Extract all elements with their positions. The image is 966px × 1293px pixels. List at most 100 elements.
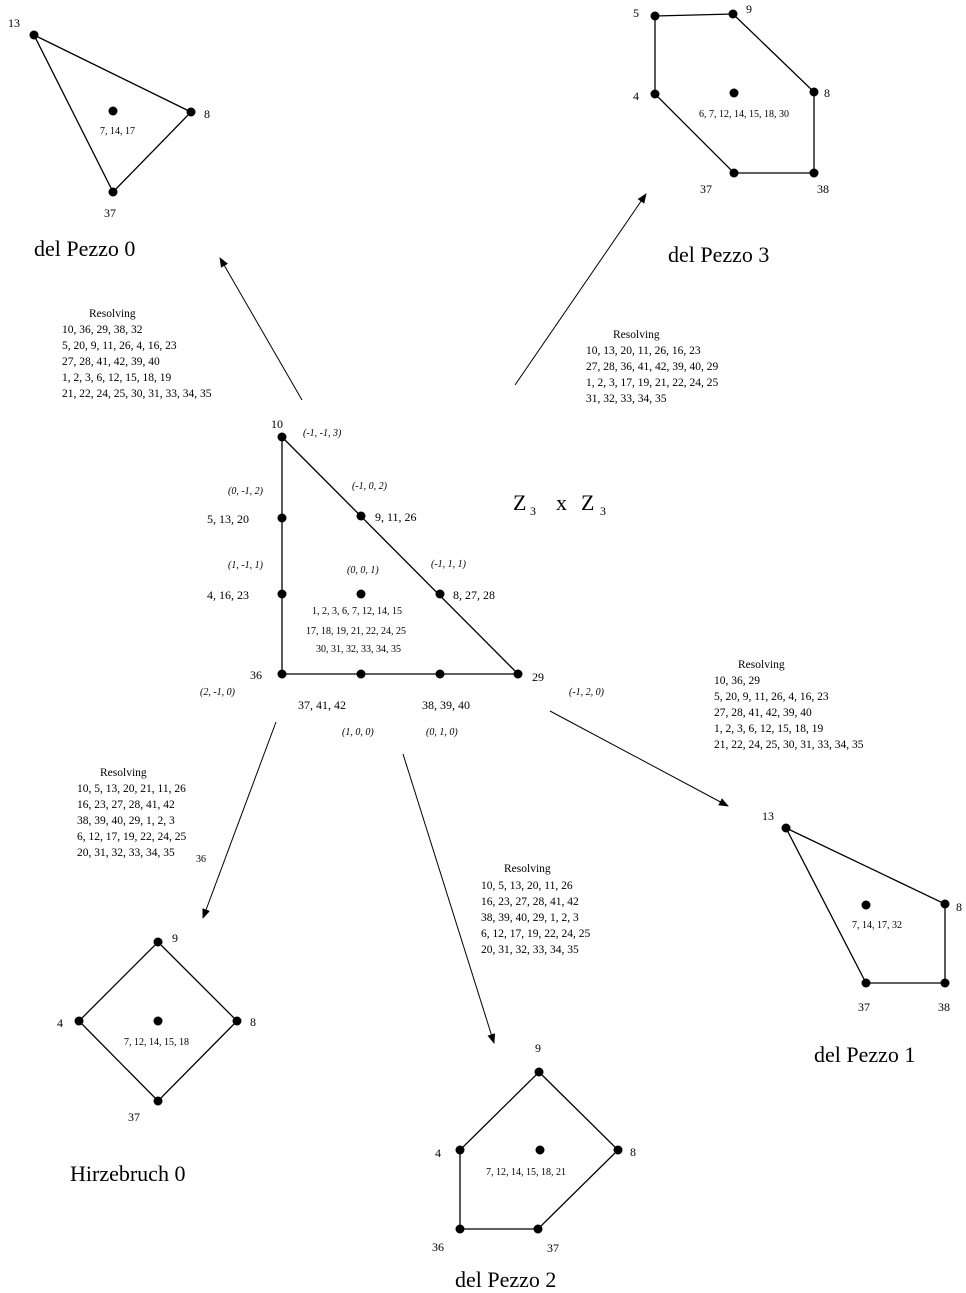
arrow-to-del-pezzo-2 [402, 753, 496, 1044]
del-pezzo-3-title: del Pezzo 3 [668, 242, 769, 267]
svg-text:21, 22, 24, 25, 30, 31, 33, 34: 21, 22, 24, 25, 30, 31, 33, 34, 35 [62, 388, 212, 400]
svg-text:Z: Z [581, 490, 594, 515]
interior-dot [153, 1016, 163, 1026]
orbifold-title: Z 3 x Z 3 [513, 490, 606, 518]
vertex-dot [108, 187, 118, 197]
coord-bottom-left: (2, -1, 0) [200, 687, 236, 698]
arrow-to-del-pezzo-1 [549, 710, 729, 807]
vertex-dot [534, 1067, 544, 1077]
vertex-label: 8 [824, 86, 830, 100]
del-pezzo-1-polygon: 13 8 38 37 7, 14, 17, 32 [762, 809, 962, 1014]
vertex-label: 8 [956, 900, 962, 914]
coord-left-lower: (1, -1, 1) [228, 560, 264, 571]
vertex-label: 8 [204, 107, 210, 121]
vertex-dot [74, 1016, 84, 1026]
del-pezzo-3-polygon: 5 9 8 38 37 4 6, 7, 12, 14, 15, 18, 30 [633, 2, 830, 196]
vertex-dot-bottom-mid-left [356, 669, 366, 679]
del-pezzo-2-title: del Pezzo 2 [455, 1267, 556, 1292]
interior-label: 6, 7, 12, 14, 15, 18, 30 [699, 109, 789, 120]
interior-points-line: 17, 18, 19, 21, 22, 24, 25 [306, 626, 406, 637]
interior-dot [108, 106, 118, 116]
svg-text:6, 12, 17, 19, 22, 24, 25: 6, 12, 17, 19, 22, 24, 25 [77, 831, 187, 843]
svg-text:38, 39, 40, 29, 1, 2, 3: 38, 39, 40, 29, 1, 2, 3 [481, 912, 579, 924]
coord-top: (-1, -1, 3) [303, 428, 342, 439]
svg-text:1, 2, 3, 6, 12, 15, 18, 19: 1, 2, 3, 6, 12, 15, 18, 19 [714, 723, 824, 735]
hirzebruch-0-polygon: 9 8 37 4 7, 12, 14, 15, 18 [57, 931, 256, 1124]
svg-text:6, 12, 17, 19, 22, 24, 25: 6, 12, 17, 19, 22, 24, 25 [481, 928, 591, 940]
vertex-label-bottom-mid-right: 38, 39, 40 [422, 698, 470, 712]
vertex-dot [729, 168, 739, 178]
vertex-label: 13 [8, 16, 20, 30]
vertex-label-bottom-mid-left: 37, 41, 42 [298, 698, 346, 712]
svg-text:16, 23, 27, 28, 41, 42: 16, 23, 27, 28, 41, 42 [77, 799, 175, 811]
svg-text:38, 39, 40, 29, 1, 2, 3: 38, 39, 40, 29, 1, 2, 3 [77, 815, 175, 827]
coord-hyp-upper: (-1, 0, 2) [352, 481, 388, 492]
vertex-label-bottom-left: 36 [250, 668, 262, 682]
svg-text:Resolving: Resolving [100, 767, 147, 779]
svg-text:1, 2, 3, 6, 12, 15, 18, 19: 1, 2, 3, 6, 12, 15, 18, 19 [62, 372, 172, 384]
vertex-label: 37 [547, 1241, 559, 1255]
vertex-label-hyp-lower: 8, 27, 28 [453, 588, 495, 602]
interior-dot [356, 589, 366, 599]
vertex-dot [650, 89, 660, 99]
interior-points-line: 1, 2, 3, 6, 7, 12, 14, 15 [312, 606, 402, 617]
vertex-label: 36 [432, 1240, 444, 1254]
vertex-dot [940, 978, 950, 988]
vertex-dot-left-upper [277, 513, 287, 523]
resolving-block-hirzebruch: Resolving 10, 5, 13, 20, 21, 11, 26 16, … [77, 767, 206, 865]
del-pezzo-1-title: del Pezzo 1 [814, 1042, 915, 1067]
svg-text:20, 31, 32, 33, 34, 35: 20, 31, 32, 33, 34, 35 [77, 847, 175, 859]
vertex-label: 37 [858, 1000, 870, 1014]
arrow-to-del-pezzo-3 [514, 193, 647, 386]
vertex-dot [232, 1016, 242, 1026]
vertex-label: 4 [435, 1146, 441, 1160]
vertex-label: 9 [535, 1041, 541, 1055]
svg-text:Resolving: Resolving [89, 308, 136, 320]
vertex-dot [650, 11, 660, 21]
vertex-dot [861, 978, 871, 988]
vertex-label: 38 [938, 1000, 950, 1014]
vertex-dot-left-lower [277, 589, 287, 599]
del-pezzo-0-title: del Pezzo 0 [34, 236, 135, 261]
vertex-label: 13 [762, 809, 774, 823]
vertex-label: 8 [250, 1015, 256, 1029]
svg-text:27, 28, 41, 42, 39, 40: 27, 28, 41, 42, 39, 40 [714, 707, 812, 719]
svg-text:36: 36 [196, 854, 206, 865]
coord-left-upper: (0, -1, 2) [228, 486, 264, 497]
vertex-label: 4 [57, 1016, 63, 1030]
svg-text:Resolving: Resolving [504, 863, 551, 875]
svg-text:10, 5, 13, 20, 11, 26: 10, 5, 13, 20, 11, 26 [481, 880, 573, 892]
svg-text:27, 28, 36, 41, 42, 39, 40, 29: 27, 28, 36, 41, 42, 39, 40, 29 [586, 361, 719, 373]
svg-text:Z: Z [513, 490, 526, 515]
vertex-label-left-upper: 5, 13, 20 [207, 512, 249, 526]
resolving-block-dp2: Resolving 10, 5, 13, 20, 11, 26 16, 23, … [481, 863, 591, 956]
svg-text:27, 28, 41, 42, 39, 40: 27, 28, 41, 42, 39, 40 [62, 356, 160, 368]
interior-label: 7, 14, 17 [100, 126, 135, 137]
interior-points-line: 30, 31, 32, 33, 34, 35 [316, 644, 401, 655]
vertex-dot [153, 937, 163, 947]
vertex-label: 5 [633, 6, 639, 20]
vertex-label: 37 [700, 182, 712, 196]
svg-text:Resolving: Resolving [738, 659, 785, 671]
hirzebruch-0-title: Hirzebruch 0 [70, 1161, 185, 1186]
svg-text:10, 13, 20, 11, 26, 16, 23: 10, 13, 20, 11, 26, 16, 23 [586, 345, 701, 357]
svg-text:16, 23, 27, 28, 41, 42: 16, 23, 27, 28, 41, 42 [481, 896, 579, 908]
vertex-dot [455, 1145, 465, 1155]
resolving-block-dp0: Resolving 10, 36, 29, 38, 32 5, 20, 9, 1… [62, 308, 212, 400]
vertex-dot [940, 899, 950, 909]
orbifold-toric-diagram: 10 5, 13, 20 4, 16, 23 36 37, 41, 42 38,… [200, 417, 606, 738]
vertex-dot [728, 9, 738, 19]
interior-dot [861, 900, 871, 910]
vertex-label-left-lower: 4, 16, 23 [207, 588, 249, 602]
interior-label: 7, 12, 14, 15, 18, 21 [486, 1167, 566, 1178]
svg-text:5, 20, 9, 11, 26, 4, 16, 23: 5, 20, 9, 11, 26, 4, 16, 23 [62, 340, 177, 352]
svg-text:3: 3 [530, 504, 536, 518]
vertex-dot-top [277, 432, 287, 442]
vertex-dot [153, 1096, 163, 1106]
svg-text:20, 31, 32, 33, 34, 35: 20, 31, 32, 33, 34, 35 [481, 944, 579, 956]
coord-hyp-lower: (-1, 1, 1) [431, 559, 467, 570]
svg-text:31, 32, 33, 34, 35: 31, 32, 33, 34, 35 [586, 393, 667, 405]
vertex-dot [186, 107, 196, 117]
interior-label: 7, 12, 14, 15, 18 [124, 1037, 189, 1048]
vertex-label: 9 [746, 2, 752, 16]
